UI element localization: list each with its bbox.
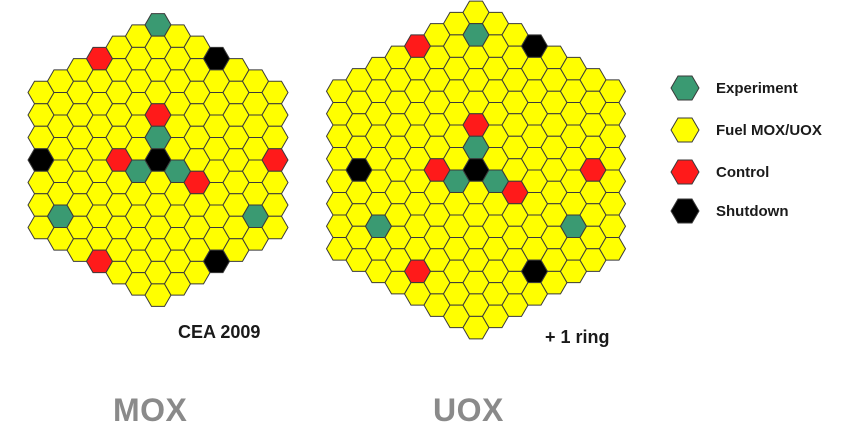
legend-swatch [670, 159, 700, 185]
mox-source-caption: CEA 2009 [178, 322, 261, 342]
legend-shutdown: Shutdown [670, 198, 788, 224]
mox-core-map [27, 13, 289, 307]
legend-label: Control [716, 163, 770, 181]
legend-experiment: Experiment [670, 75, 798, 101]
legend-fuel: Fuel MOX/UOX [670, 117, 822, 143]
uox-core-map [325, 0, 627, 340]
fuel-assembly [598, 237, 627, 261]
legend-control: Control [670, 159, 769, 185]
legend-swatch [670, 117, 700, 143]
shutdown-hex-icon [670, 198, 700, 224]
legend-swatch [670, 198, 700, 224]
legend-label: Fuel MOX/UOX [716, 121, 822, 139]
uox-label: UOX [433, 392, 504, 428]
fuel-hex-icon [670, 117, 700, 143]
legend-swatch [670, 75, 700, 101]
legend-label: Experiment [716, 79, 798, 97]
fuel-assembly [261, 215, 289, 240]
legend-label: Shutdown [716, 202, 789, 220]
mox-label: MOX [113, 392, 188, 428]
uox-extra-ring-caption: + 1 ring [545, 327, 610, 347]
experiment-hex-icon [670, 75, 700, 101]
control-hex-icon [670, 159, 700, 185]
